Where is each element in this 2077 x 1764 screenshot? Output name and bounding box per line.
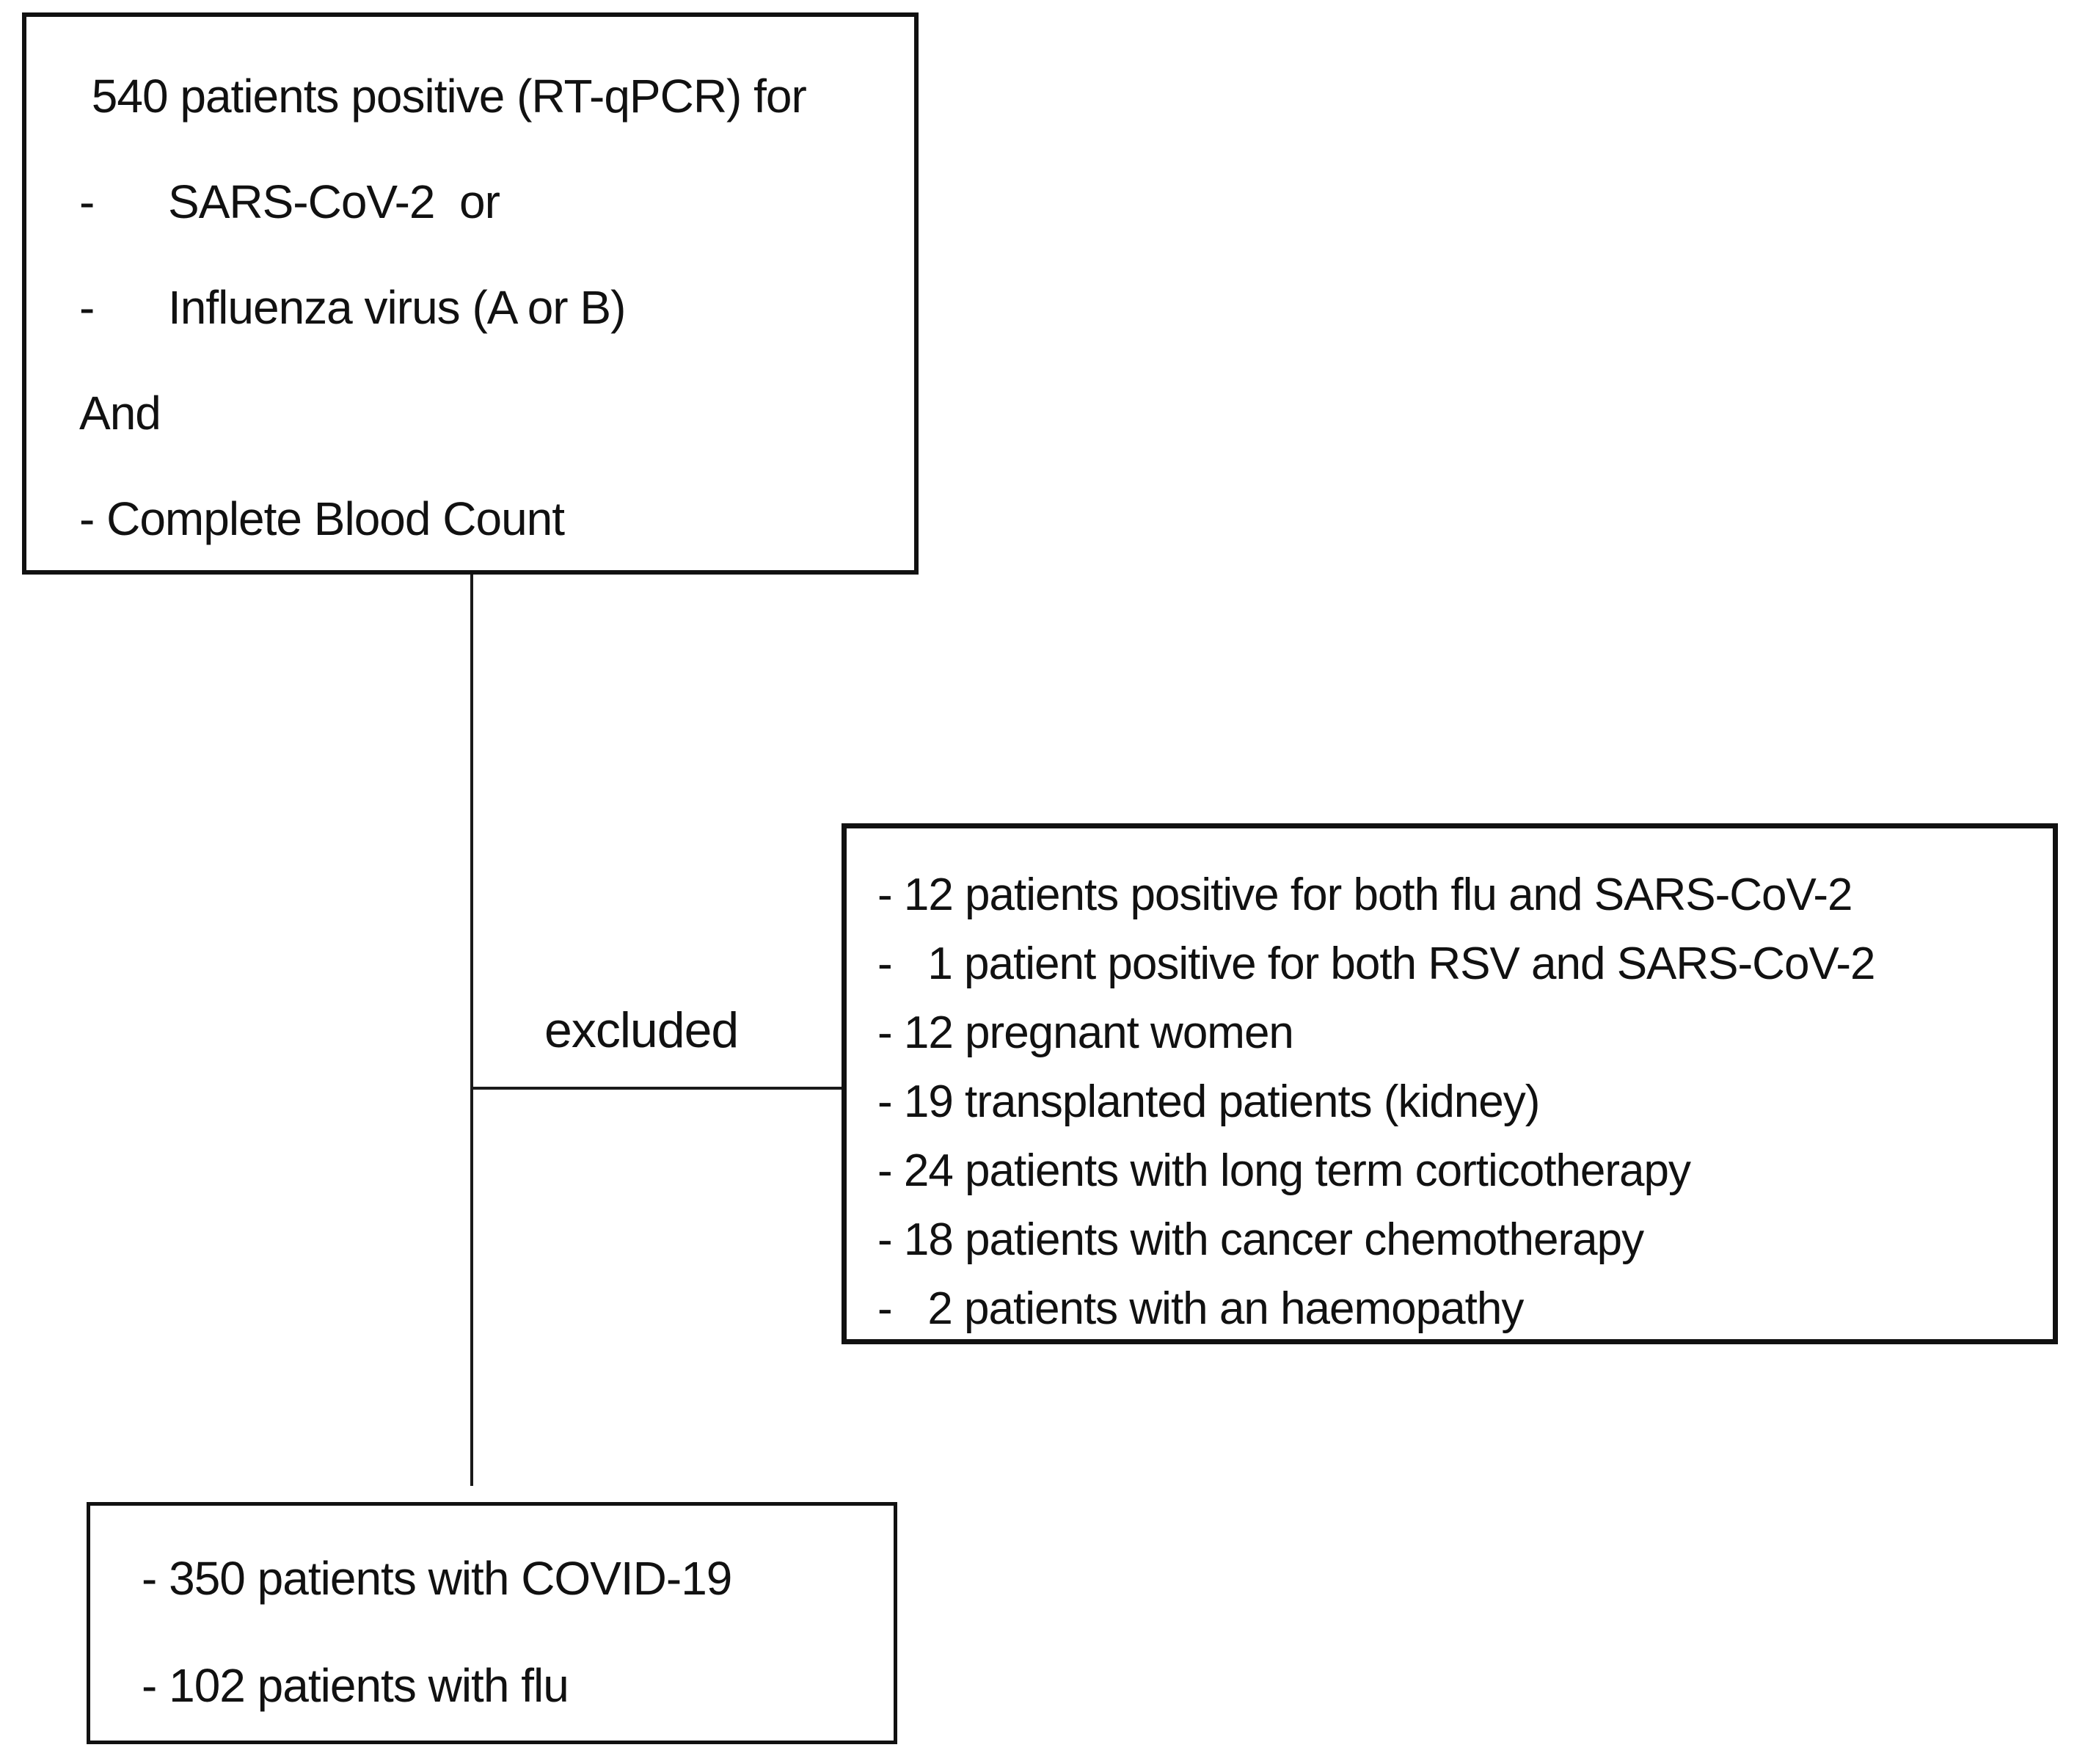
- inclusion-line: - SARS-CoV-2 or: [79, 175, 500, 228]
- flow-connector-horizontal: [472, 1087, 843, 1090]
- exclusion-item: - 2 patients with an haemopathy: [877, 1283, 1524, 1334]
- exclusion-item: - 12 pregnant women: [877, 1007, 1294, 1058]
- inclusion-box: 540 patients positive (RT-qPCR) for - SA…: [22, 12, 919, 575]
- exclusion-item: - 24 patients with long term corticother…: [877, 1145, 1691, 1196]
- outcome-box: - 350 patients with COVID-19 - 102 patie…: [87, 1502, 897, 1744]
- exclusion-item: - 12 patients positive for both flu and …: [877, 870, 1853, 920]
- inclusion-line: And: [79, 387, 161, 440]
- exclusion-box: - 12 patients positive for both flu and …: [842, 823, 2058, 1344]
- excluded-label: excluded: [544, 1002, 739, 1058]
- exclusion-item: - 19 transplanted patients (kidney): [877, 1076, 1540, 1127]
- flow-connector-vertical: [470, 575, 473, 1486]
- inclusion-line: - Influenza virus (A or B): [79, 281, 626, 334]
- outcome-line: - 350 patients with COVID-19: [142, 1552, 732, 1605]
- exclusion-item: - 1 patient positive for both RSV and SA…: [877, 939, 1876, 989]
- outcome-line: - 102 patients with flu: [142, 1659, 569, 1712]
- inclusion-line: - Complete Blood Count: [79, 492, 565, 545]
- exclusion-item: - 18 patients with cancer chemotherapy: [877, 1214, 1644, 1265]
- inclusion-line: 540 patients positive (RT-qPCR) for: [79, 70, 807, 123]
